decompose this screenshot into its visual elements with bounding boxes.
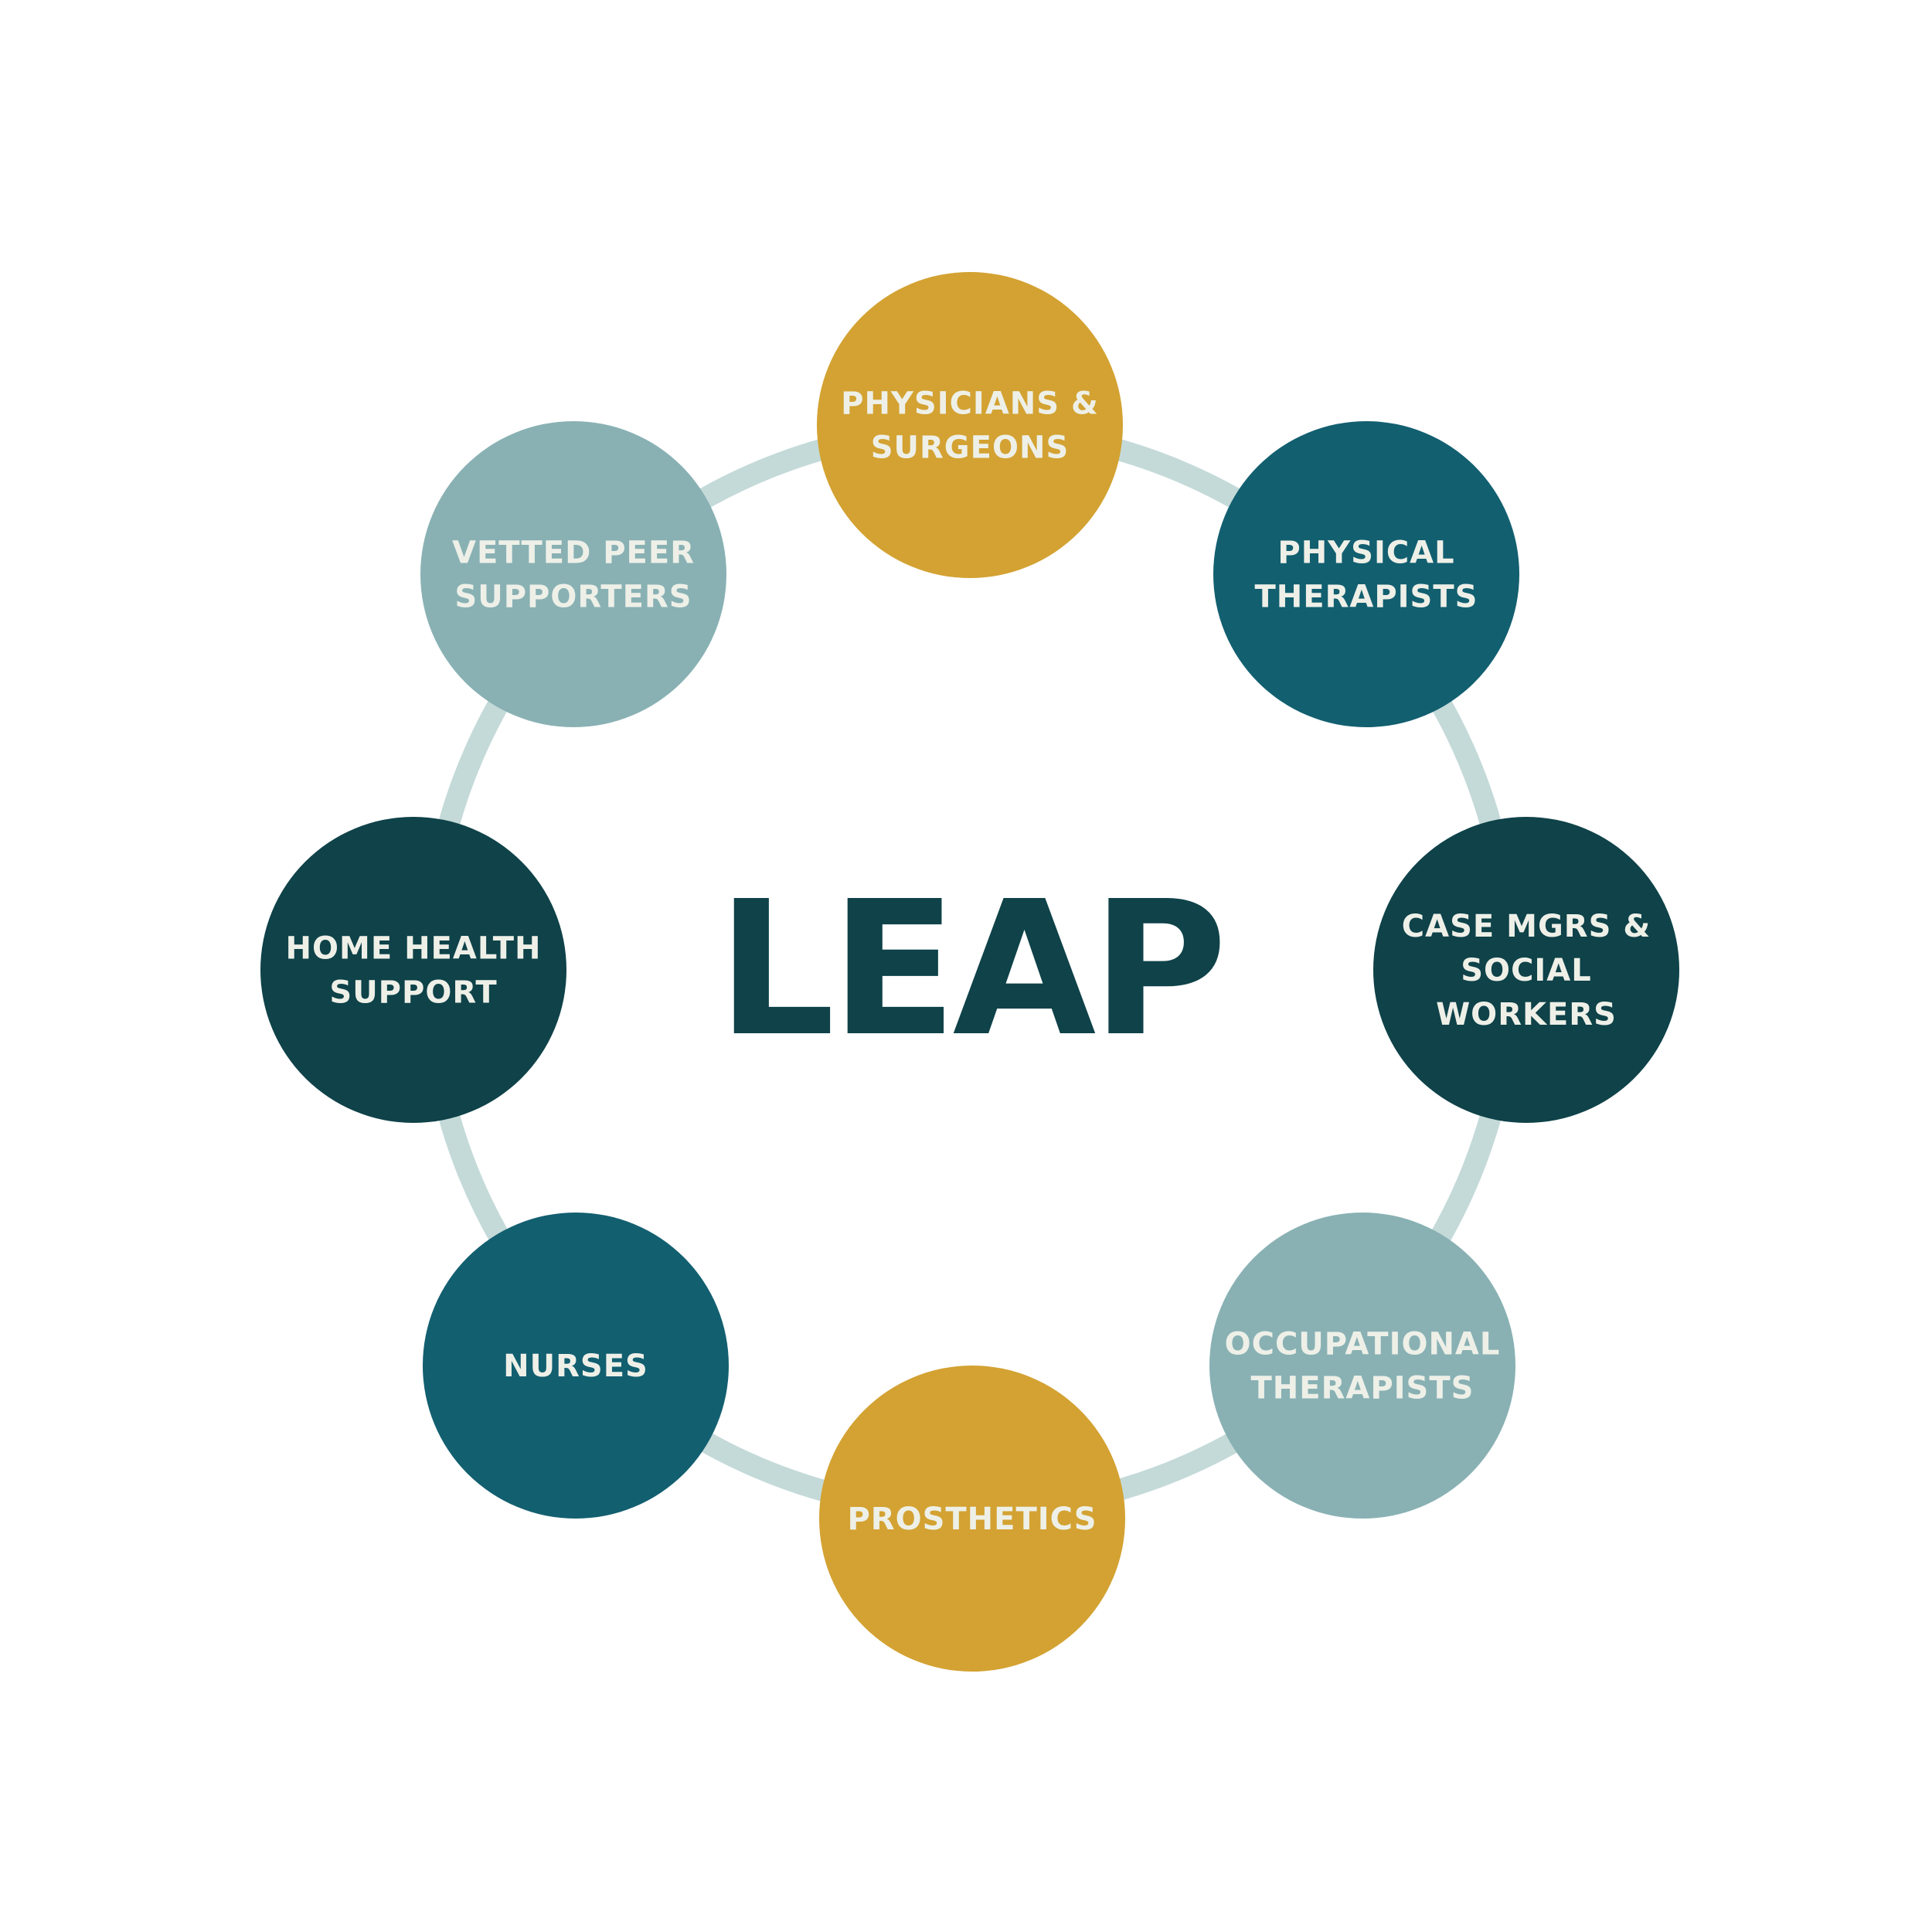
node-label-line: THERAPISTS: [1255, 580, 1478, 615]
node-case-mgrs-social-workers: CASE MGRS & SOCIAL WORKERS: [1373, 817, 1679, 1123]
node-physicians-surgeons: PHYSICIANS & SURGEONS: [817, 272, 1123, 578]
node-nurses: NURSES: [423, 1213, 729, 1519]
node-occupational-therapists: OCCUPATIONAL THERAPISTS: [1209, 1213, 1515, 1519]
node-label-line: PHYSICAL: [1277, 536, 1454, 571]
node-label-line: WORKERS: [1436, 997, 1617, 1032]
node-label-line: SUPPORTERS: [454, 580, 692, 615]
node-physical-therapists: PHYSICAL THERAPISTS: [1213, 421, 1519, 727]
node-circle: [1373, 817, 1679, 1123]
node-circle: [420, 421, 726, 727]
node-label-line: SURGEONS: [871, 430, 1070, 466]
node-label-line: VETTED PEER: [452, 536, 695, 571]
node-circle: [260, 817, 566, 1123]
node-label-line: PHYSICIANS &: [841, 386, 1099, 422]
node-circle: [819, 1366, 1125, 1672]
node-home-health-support: HOME HEALTH SUPPORT: [260, 817, 566, 1123]
node-label-line: THERAPISTS: [1251, 1371, 1475, 1406]
node-label-line: PROSTHETICS: [847, 1502, 1097, 1537]
node-label-line: NURSES: [503, 1349, 648, 1384]
node-label-line: CASE MGRS &: [1402, 909, 1651, 944]
node-circle: [817, 272, 1123, 578]
center-title: LEAP: [717, 861, 1223, 1077]
node-vetted-peer-supporters: VETTED PEER SUPPORTERS: [420, 421, 726, 727]
node-label-line: SUPPORT: [329, 975, 497, 1011]
node-label-line: HOME HEALTH: [286, 931, 542, 967]
node-label-line: OCCUPATIONAL: [1225, 1327, 1501, 1362]
node-label-line: SOCIAL: [1461, 953, 1592, 988]
node-circle: [423, 1213, 729, 1519]
node-circle: [1209, 1213, 1515, 1519]
team-nodes: PHYSICIANS & SURGEONS PHYSICAL THERAPISTS CA…: [260, 272, 1679, 1672]
node-circle: [1213, 421, 1519, 727]
node-prosthetics: PROSTHETICS: [819, 1366, 1125, 1672]
